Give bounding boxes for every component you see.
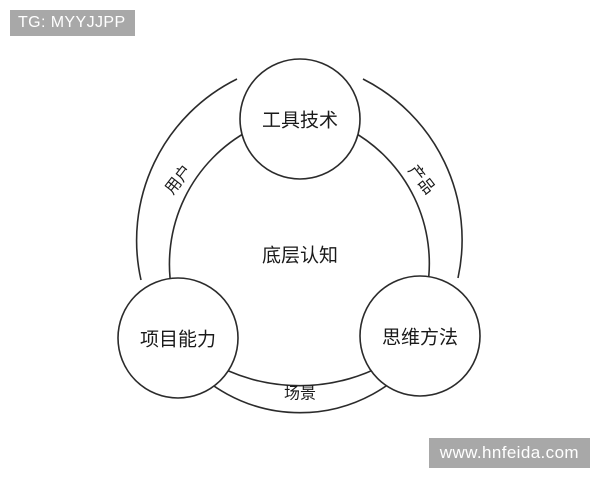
connector-user[interactable]: 用户 <box>135 78 251 293</box>
connector-product-label: 产品 <box>404 161 439 198</box>
node-project-label: 项目能力 <box>140 329 216 351</box>
node-project[interactable]: 项目能力 <box>117 277 239 399</box>
site-watermark-text: www.hnfeida.com <box>439 443 579 462</box>
node-thinking[interactable]: 思维方法 <box>359 275 481 397</box>
node-thinking-circle <box>359 275 481 397</box>
connector-user-label: 用户 <box>161 161 196 198</box>
center-label: 底层认知 <box>262 245 338 267</box>
connector-product-outer-arc <box>362 78 463 279</box>
node-thinking-label: 思维方法 <box>382 327 458 349</box>
telegram-watermark-badge: TG: MYYJJPP <box>10 10 135 36</box>
connector-scenario-label: 场景 <box>284 384 316 403</box>
node-tools-circle <box>239 58 361 180</box>
site-watermark-badge: www.hnfeida.com <box>428 438 590 468</box>
connector-product[interactable]: 产品 <box>349 78 463 291</box>
node-tools-label: 工具技术 <box>262 110 338 132</box>
node-project-circle <box>117 277 239 399</box>
connector-user-inner-arc <box>168 129 251 293</box>
node-tools[interactable]: 工具技术 <box>239 58 361 180</box>
connector-product-inner-arc <box>349 129 431 291</box>
telegram-watermark-text: TG: MYYJJPP <box>18 14 126 31</box>
connector-user-outer-arc <box>135 78 238 281</box>
